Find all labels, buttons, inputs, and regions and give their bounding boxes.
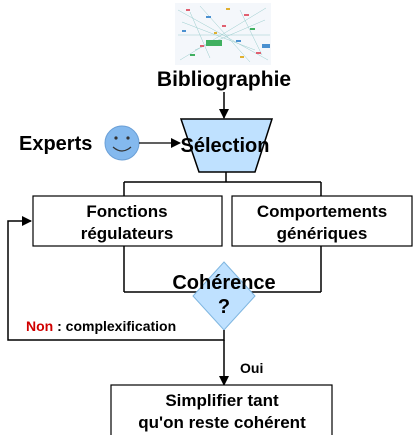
no-feedback-arrow [7, 216, 225, 341]
bibliography-label: Bibliographie [157, 68, 291, 91]
coherence-question-mark: ? [218, 296, 230, 318]
smiley-face-icon [104, 125, 140, 161]
no-edge-label: Non : complexification [26, 318, 176, 334]
simplify-line2: qu'on reste cohérent [138, 413, 306, 432]
selection-label: Sélection [181, 135, 270, 157]
generic-behaviors-line2: génériques [277, 224, 368, 243]
regulatory-functions-box [32, 195, 223, 247]
no-keyword: Non [26, 318, 53, 334]
regulatory-functions-line1: Fonctions [86, 202, 167, 221]
no-rest: : complexification [53, 318, 176, 334]
simplify-line1: Simplifier tant [165, 391, 279, 410]
yes-label: Oui [240, 360, 263, 376]
bibliography-network-image [175, 3, 271, 65]
coherence-label: Cohérence [172, 272, 275, 294]
regulatory-functions-line2: régulateurs [81, 224, 174, 243]
experts-label: Experts [19, 133, 92, 155]
generic-behaviors-line1: Comportements [257, 202, 387, 221]
selection-trapezoid [179, 118, 274, 173]
simplify-box [110, 384, 333, 435]
generic-behaviors-box [231, 195, 413, 247]
